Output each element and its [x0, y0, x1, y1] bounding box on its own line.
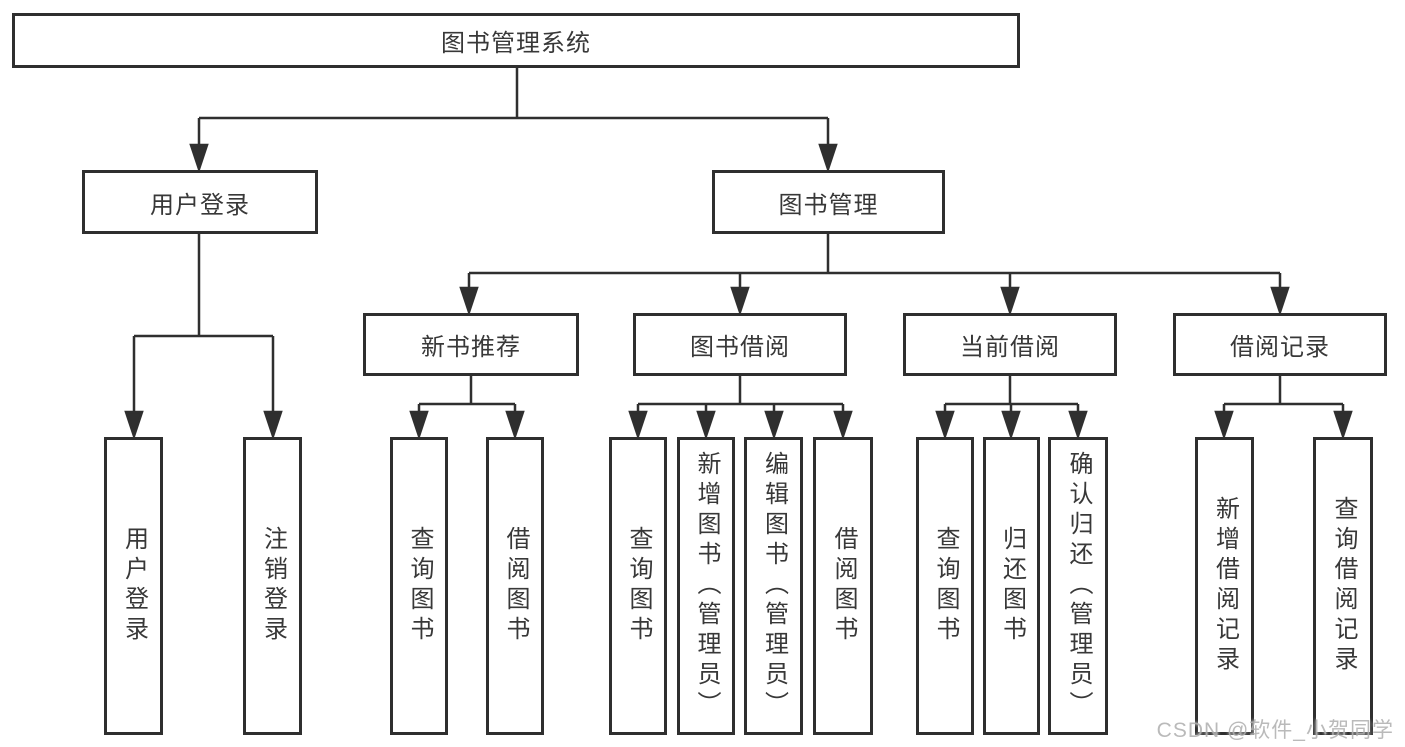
node-user-login: 用户登录 — [82, 170, 318, 234]
arrow-down-icon — [1068, 410, 1088, 440]
node-label: 查询图书 — [406, 526, 433, 646]
connector-current-borrow-to-leaves — [935, 376, 1088, 440]
leaf-query-books-borrow: 查询图书 — [609, 437, 667, 735]
connector-user-login-to-leaves — [124, 234, 283, 440]
arrow-down-icon — [1000, 286, 1020, 316]
arrow-down-icon — [505, 410, 525, 440]
leaf-edit-books-admin: 编辑图书（管理员） — [744, 437, 803, 735]
node-new-book-recommend: 新书推荐 — [363, 313, 579, 376]
node-label: 编辑图书（管理员） — [760, 451, 788, 721]
node-label: 注销登录 — [259, 526, 287, 646]
node-book-borrow: 图书借阅 — [633, 313, 847, 376]
node-label: 图书借阅 — [690, 334, 790, 361]
leaf-borrow-books: 借阅图书 — [813, 437, 873, 735]
leaf-add-borrow-record: 新增借阅记录 — [1195, 437, 1254, 735]
leaf-query-borrow-record: 查询借阅记录 — [1313, 437, 1373, 735]
arrow-down-icon — [1333, 410, 1353, 440]
arrow-down-icon — [409, 410, 429, 440]
arrow-down-icon — [833, 410, 853, 440]
node-label: 新增图书（管理员） — [693, 451, 720, 721]
node-label: 归还图书 — [998, 526, 1026, 646]
arrow-down-icon — [1214, 410, 1234, 440]
connector-root-to-level2 — [189, 67, 838, 173]
leaf-add-books-admin: 新增图书（管理员） — [677, 437, 735, 735]
leaf-borrow-books-recommend: 借阅图书 — [486, 437, 544, 735]
arrow-down-icon — [189, 143, 209, 173]
connector-new-book-recommend-to-leaves — [409, 376, 525, 440]
connector-book-borrow-to-leaves — [628, 376, 853, 440]
node-label: 查询图书 — [625, 526, 652, 646]
node-label: 借阅记录 — [1230, 334, 1330, 361]
arrow-down-icon — [1001, 410, 1021, 440]
node-label: 用户登录 — [120, 526, 148, 646]
node-label: 当前借阅 — [960, 334, 1060, 361]
connector-book-management-to-level3 — [459, 234, 1290, 316]
arrow-down-icon — [764, 410, 784, 440]
leaf-query-books-recommend: 查询图书 — [390, 437, 448, 735]
leaf-logout: 注销登录 — [243, 437, 302, 735]
node-label: 图书管理 — [778, 191, 879, 219]
csdn-watermark: CSDN @软件_小贺同学 — [1156, 719, 1394, 742]
leaf-query-books-current: 查询图书 — [916, 437, 974, 735]
node-borrow-records: 借阅记录 — [1173, 313, 1387, 376]
arrow-down-icon — [730, 286, 750, 316]
arrow-down-icon — [818, 143, 838, 173]
arrow-down-icon — [459, 286, 479, 316]
node-label: 图书管理系统 — [441, 30, 591, 57]
node-label: 新增借阅记录 — [1211, 496, 1239, 676]
node-root-library-management-system: 图书管理系统 — [12, 13, 1020, 68]
leaf-user-login: 用户登录 — [104, 437, 163, 735]
node-label: 查询借阅记录 — [1330, 496, 1357, 676]
arrow-down-icon — [628, 410, 648, 440]
arrow-down-icon — [263, 410, 283, 440]
node-label: 借阅图书 — [502, 526, 529, 646]
node-label: 借阅图书 — [830, 526, 857, 646]
node-label: 查询图书 — [932, 526, 959, 646]
node-label: 新书推荐 — [421, 334, 521, 361]
connector-borrow-records-to-leaves — [1214, 376, 1353, 440]
node-label: 确认归还（管理员） — [1065, 451, 1092, 721]
node-current-borrow: 当前借阅 — [903, 313, 1117, 376]
leaf-return-books: 归还图书 — [983, 437, 1040, 735]
arrow-down-icon — [124, 410, 144, 440]
node-label: 用户登录 — [150, 191, 250, 219]
leaf-confirm-return-admin: 确认归还（管理员） — [1048, 437, 1108, 735]
arrow-down-icon — [935, 410, 955, 440]
arrow-down-icon — [1270, 286, 1290, 316]
node-book-management: 图书管理 — [712, 170, 945, 234]
arrow-down-icon — [696, 410, 716, 440]
